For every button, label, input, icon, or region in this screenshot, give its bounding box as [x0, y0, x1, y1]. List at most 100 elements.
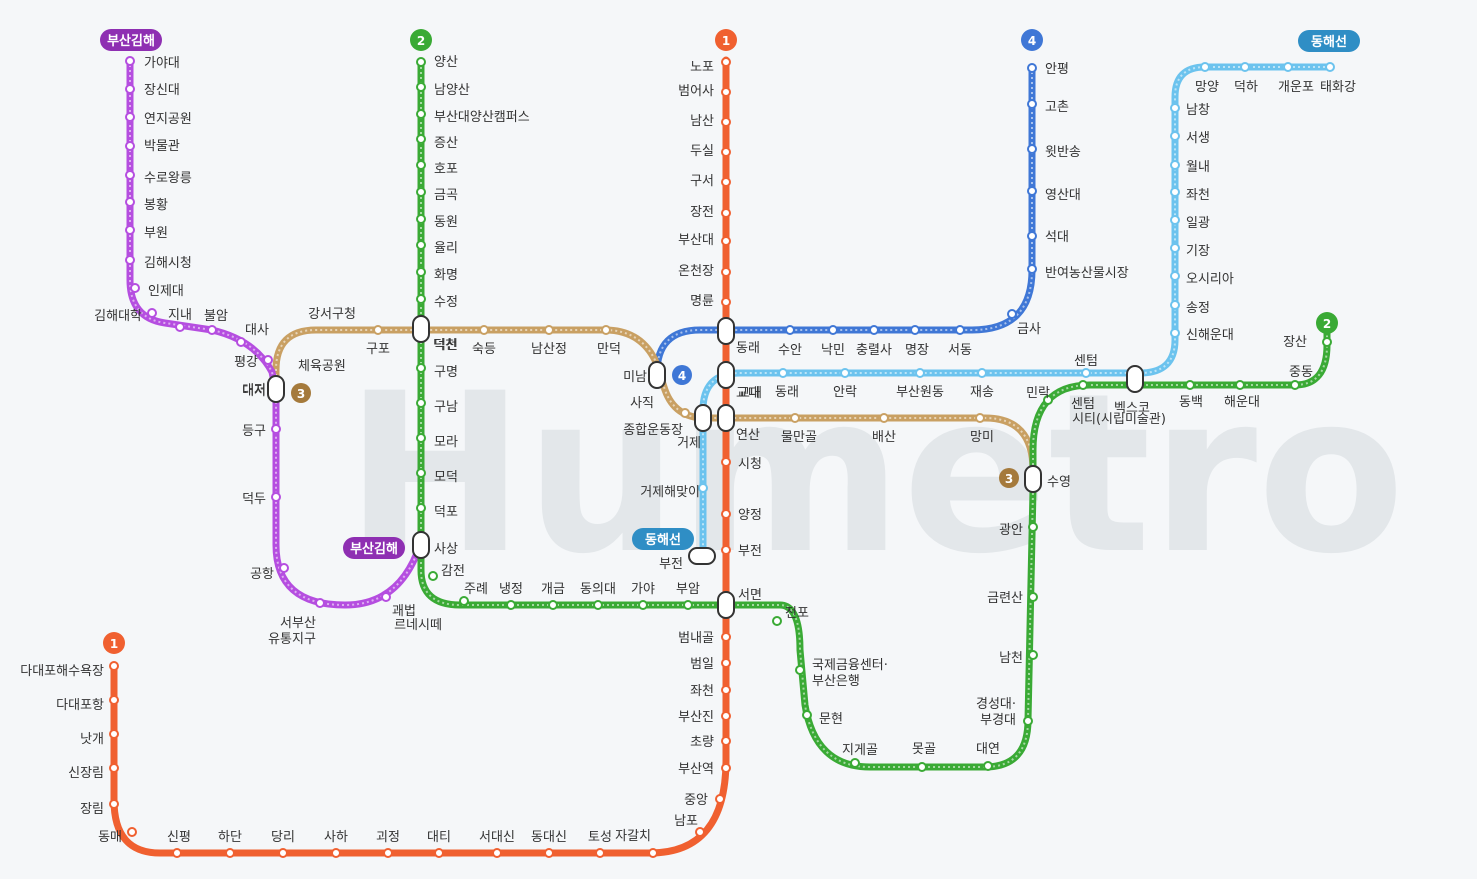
station-label[interactable]: 냉정 [499, 582, 523, 597]
station-label[interactable]: 박물관 [144, 139, 180, 154]
station-label[interactable]: 덕두 [242, 492, 266, 507]
station-marker[interactable] [695, 827, 705, 837]
station-marker[interactable] [795, 665, 805, 675]
station-marker[interactable] [1027, 99, 1037, 109]
station-label[interactable]: 자갈치 [615, 829, 651, 844]
station-label[interactable]: 남포 [674, 814, 698, 829]
station-marker[interactable] [416, 57, 426, 67]
station-label[interactable]: 초량 [690, 735, 714, 750]
station-marker[interactable] [698, 483, 708, 493]
station-label[interactable]: 동래 [775, 385, 799, 400]
station-marker[interactable] [601, 325, 611, 335]
station-marker[interactable] [416, 187, 426, 197]
station-label[interactable]: 태화강 [1320, 80, 1356, 95]
station-label[interactable]: 미남 [623, 370, 647, 385]
station-marker[interactable] [1028, 522, 1038, 532]
station-label[interactable]: 부전 [738, 544, 762, 559]
station-label[interactable]: 윗반송 [1045, 145, 1081, 160]
station-marker[interactable] [715, 794, 725, 804]
station-label[interactable]: 서면 [738, 588, 762, 603]
station-label[interactable]: 연산 [736, 428, 760, 443]
station-label[interactable]: 센텀 [1071, 397, 1095, 412]
station-label[interactable]: 체육공원 [298, 359, 346, 374]
station-label[interactable]: 신평 [167, 830, 191, 845]
station-label[interactable]: 송정 [1186, 301, 1210, 316]
station-marker[interactable] [879, 413, 889, 423]
station-label[interactable]: 종합운동장 [623, 423, 683, 438]
station-label[interactable]: 대사 [245, 323, 269, 338]
station-label[interactable]: 남산정 [531, 342, 567, 357]
transfer-minam[interactable] [648, 361, 666, 389]
station-marker[interactable] [175, 322, 185, 332]
station-marker[interactable] [109, 661, 119, 671]
station-label[interactable]: 구서 [690, 174, 714, 189]
donghae-line[interactable] [699, 63, 1334, 559]
station-label[interactable]: 서부산 [280, 616, 316, 631]
gimhae-line[interactable] [126, 56, 424, 609]
station-marker[interactable] [595, 848, 605, 858]
station-label[interactable]: 주례 [464, 582, 488, 597]
station-marker[interactable] [225, 848, 235, 858]
station-marker[interactable] [1200, 62, 1210, 72]
station-label[interactable]: 부원 [144, 226, 168, 241]
station-marker[interactable] [1235, 380, 1245, 390]
station-marker[interactable] [1170, 187, 1180, 197]
station-label[interactable]: 불암 [204, 309, 228, 324]
station-marker[interactable] [917, 762, 927, 772]
station-label[interactable]: 중앙 [684, 793, 708, 808]
station-marker[interactable] [428, 571, 438, 581]
station-label[interactable]: 시티(시립미술관) [1072, 412, 1166, 427]
station-label[interactable]: 망미 [970, 430, 994, 445]
station-label[interactable]: 개운포 [1278, 80, 1314, 95]
station-label[interactable]: 못골 [912, 742, 936, 757]
station-label[interactable]: 괴정 [376, 830, 400, 845]
gimhae-badge-sasang[interactable]: 부산김해 [343, 537, 405, 559]
station-label[interactable]: 낫개 [80, 732, 104, 747]
station-marker[interactable] [638, 600, 648, 610]
station-marker[interactable] [434, 848, 444, 858]
transfer-daejeo[interactable] [267, 375, 285, 403]
station-label[interactable]: 가야대 [144, 56, 180, 71]
station-label[interactable]: 낙민 [821, 343, 845, 358]
transfer-deokcheon[interactable] [412, 315, 430, 343]
station-label[interactable]: 장전 [690, 205, 714, 220]
station-label[interactable]: 구남 [434, 400, 458, 415]
station-label[interactable]: 남창 [1186, 103, 1210, 118]
station-label[interactable]: 해운대 [1224, 395, 1260, 410]
station-label[interactable]: 등구 [242, 424, 266, 439]
station-marker[interactable] [721, 297, 731, 307]
station-marker[interactable] [977, 368, 987, 378]
station-label[interactable]: 지게골 [842, 743, 878, 758]
station-marker[interactable] [416, 134, 426, 144]
station-label[interactable]: 광안 [999, 523, 1023, 538]
station-label[interactable]: 동매 [98, 830, 122, 845]
station-label[interactable]: 덕포 [434, 505, 458, 520]
station-label[interactable]: 민락 [1026, 386, 1050, 401]
station-label[interactable]: 동의대 [580, 582, 616, 597]
station-marker[interactable] [279, 563, 289, 573]
station-label[interactable]: 온천장 [678, 264, 714, 279]
station-marker[interactable] [1170, 243, 1180, 253]
station-label[interactable]: 유통지구 [268, 632, 316, 647]
station-marker[interactable] [125, 225, 135, 235]
station-marker[interactable] [125, 255, 135, 265]
station-marker[interactable] [721, 177, 731, 187]
transfer-seomyeon[interactable] [717, 591, 735, 619]
transfer-dongnae[interactable] [717, 317, 735, 345]
station-marker[interactable] [236, 337, 246, 347]
donghae-badge-top[interactable]: 동해선 [1298, 30, 1360, 52]
station-label[interactable]: 벡스코 [1114, 401, 1150, 416]
station-marker[interactable] [1170, 215, 1180, 225]
station-label[interactable]: 충렬사 [856, 343, 892, 358]
station-marker[interactable] [910, 325, 920, 335]
station-marker[interactable] [683, 600, 693, 610]
station-label[interactable]: 대저 [242, 383, 266, 398]
station-label[interactable]: 부산역 [678, 762, 714, 777]
station-label[interactable]: 장신대 [144, 83, 180, 98]
station-label[interactable]: 서생 [1186, 131, 1210, 146]
station-marker[interactable] [147, 308, 157, 318]
station-label[interactable]: 하단 [218, 830, 242, 845]
station-label[interactable]: 장림 [80, 802, 104, 817]
station-marker[interactable] [1078, 380, 1088, 390]
